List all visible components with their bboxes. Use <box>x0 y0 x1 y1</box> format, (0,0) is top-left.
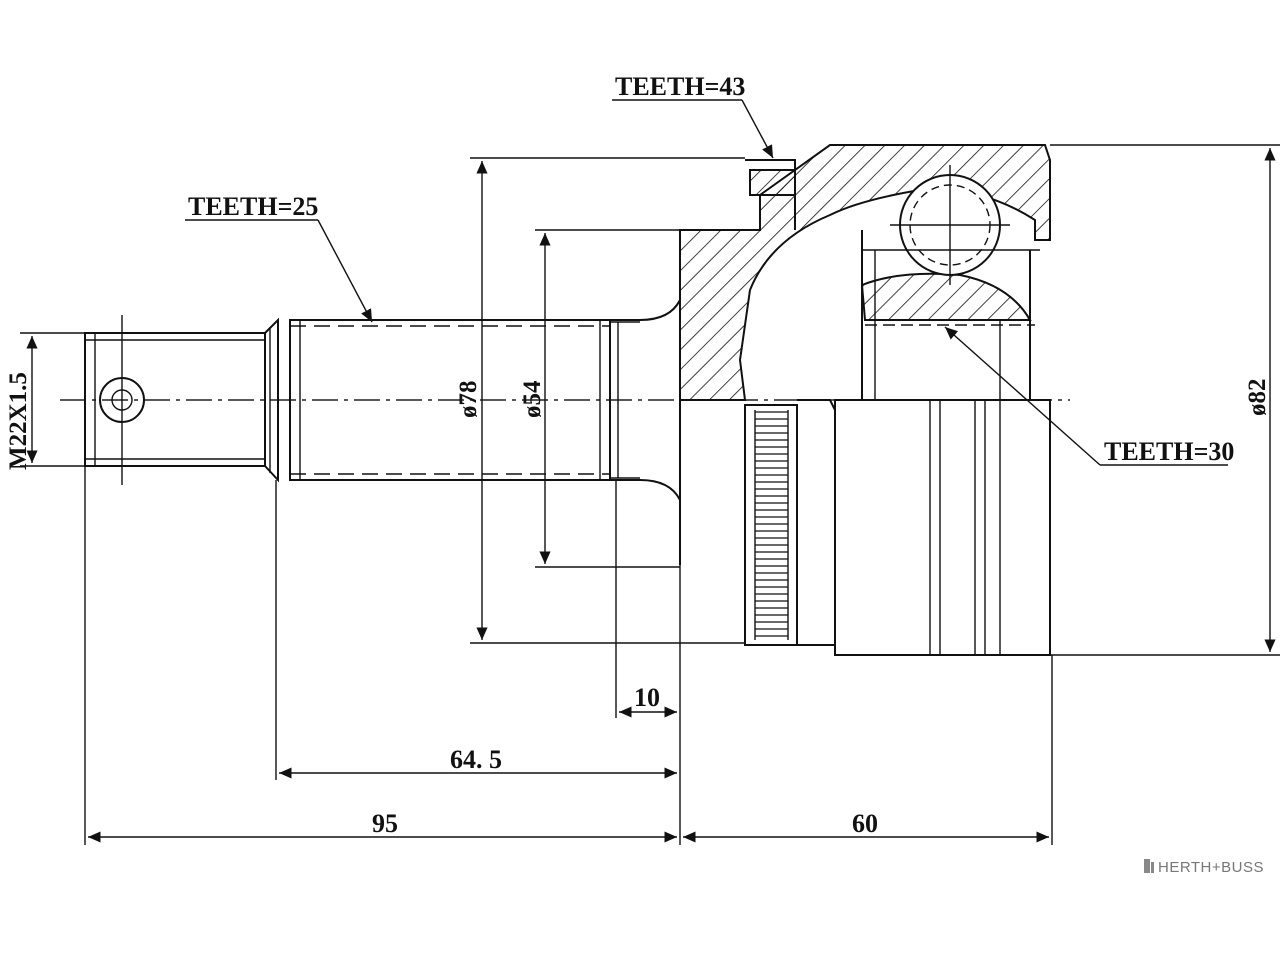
bell-stem <box>610 230 681 565</box>
teeth-43-label: TEETH=43 <box>615 72 745 101</box>
abs-ring-teeth <box>755 411 788 637</box>
len-60-label: 60 <box>852 809 878 838</box>
herth-buss-logo: HERTH+BUSS <box>1144 859 1264 876</box>
len-95-label: 95 <box>372 809 398 838</box>
teeth-25-label: TEETH=25 <box>188 192 318 221</box>
dia-78-label: ø78 <box>455 381 482 419</box>
thread-dimension-label: M22X1.5 <box>5 372 32 470</box>
dia-54-label: ø54 <box>519 380 546 418</box>
cage-lines <box>861 230 1040 400</box>
leader-lines <box>185 99 1228 466</box>
housing-outer-lower <box>679 399 1051 656</box>
threaded-stub <box>84 315 266 485</box>
dimension-lines <box>20 144 1280 845</box>
brand-logo-text: HERTH+BUSS <box>1158 859 1264 876</box>
bell-housing-section <box>679 144 1051 401</box>
dia-82-label: ø82 <box>1244 379 1271 417</box>
len-10-label: 10 <box>634 683 660 712</box>
shaft-neck <box>264 317 279 483</box>
teeth-30-label: TEETH=30 <box>1104 437 1234 466</box>
splined-shaft <box>289 319 640 481</box>
len-64-5-label: 64. 5 <box>450 745 502 774</box>
